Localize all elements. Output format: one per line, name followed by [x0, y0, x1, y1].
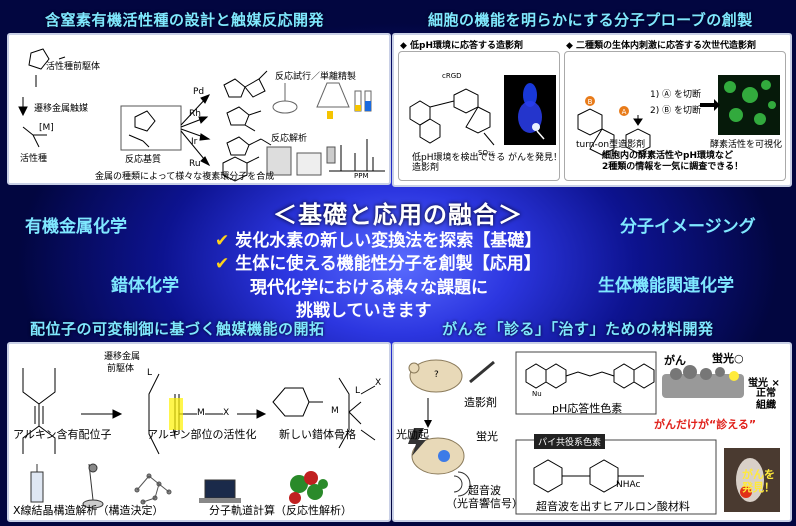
label-fluor-no: 蛍光 × [748, 378, 780, 389]
label-ppm: PPM [354, 172, 369, 180]
label-precursor-line1: 遷移金属 [104, 352, 141, 362]
note-two-types-info: 細胞内の酵素活性やpH環境など 2種類の情報を一気に調査できる！ [602, 151, 744, 172]
reaction-scheme-graphic [18, 48, 385, 182]
label-cut-a: 1) Ⓐ を切断 [650, 90, 701, 100]
section-title-ligand-control: 配位子の可変制御に基づく触媒機能の開拓 [30, 320, 325, 338]
side-label-molecular-imaging: 分子イメージング [620, 217, 756, 237]
check-icon: ✔ [215, 254, 230, 274]
panel-molecular-probe: ◆ 低pH環境に応答する造影剤 ◆ 二種類の生体内刺激に応答する次世代造影剤 [392, 33, 792, 187]
label-reaction-analysis: 反応解析 [271, 134, 308, 144]
label-alkyne-activation: アルキン部位の活性化 [147, 428, 257, 441]
label-only-cancer-visible: がんだけが“診える” [654, 418, 757, 431]
label-metal-pd: Pd [193, 87, 205, 97]
label-cut-b: 2) Ⓑ を切断 [650, 106, 701, 116]
label-metal: [M] [39, 123, 54, 133]
label-enzyme-visual: 酵素活性を可視化 [710, 140, 783, 150]
label-active-species: 活性種 [20, 154, 48, 164]
panel-nitrogen-catalysis: 活性種前駆体 遷移金属触媒 [M] 活性種 反応基質 Pd Rh Ir Ru 反… [7, 33, 391, 185]
atom-m-new: M [331, 406, 339, 416]
label-transition-metal-catalyst: 遷移金属触媒 [34, 104, 89, 114]
label-fluor-yes: 蛍光○ [712, 352, 744, 365]
label-xray: X線結晶構造解析（構造決定） [13, 504, 164, 517]
atom-l-new: L [355, 386, 361, 396]
atom-x-new: X [375, 378, 382, 388]
side-label-bio-functional: 生体機能関連化学 [598, 276, 734, 296]
label-metal-ir: Ir [191, 137, 198, 147]
label-find-cancer: がんを 発見！ [742, 468, 775, 494]
bullet-applied-text: 生体に使える機能性分子を創製【応用】 [235, 254, 541, 274]
label-contrast-agent: 造影剤 [464, 396, 497, 409]
label-ultrasound: 超音波 （光音響信号） [446, 484, 523, 510]
label-metal-ru: Ru [189, 159, 201, 169]
center-line4: 挑戦していきます [296, 301, 432, 321]
atom-m: M [197, 408, 205, 418]
bullet-basic-text: 炭化水素の新しい変換法を探索【基礎】 [235, 231, 542, 251]
box-low-ph [398, 51, 560, 181]
label-crgd: cRGD [442, 72, 462, 80]
label-nhac: NHAc [616, 480, 641, 490]
label-ph-dye: pH応答性色素 [552, 402, 623, 415]
label-orbital-calc: 分子軌道計算（反応性解析） [209, 504, 352, 517]
label-new-skeleton: 新しい錯体骨格 [279, 428, 356, 441]
panel-ligand-control: 遷移金属 前駆体 M X M X L L アルキン含有配位子 アルキン部位の活性… [7, 342, 391, 522]
section-title-nitrogen-catalysis: 含窒素有機活性種の設計と触媒反応開発 [45, 11, 325, 29]
section-title-cancer-materials: がんを「診る」「治す」ための材料開発 [442, 320, 714, 338]
atom-l: L [147, 368, 153, 378]
side-label-organometallic: 有機金属化学 [25, 217, 127, 237]
mouse-question: ? [434, 370, 439, 380]
svg-text:A: A [622, 108, 627, 116]
label-cancer: がん [664, 354, 686, 367]
label-metal-rh: Rh [189, 109, 201, 119]
center-line3: 現代化学における様々な課題に [250, 278, 488, 298]
section-title-molecular-probe: 細胞の機能を明らかにする分子プローブの創製 [428, 11, 753, 29]
label-precursor-line2: 前駆体 [107, 364, 135, 374]
bullet-applied: ✔生体に使える機能性分子を創製【応用】 [215, 249, 541, 274]
complex-structures-graphic [22, 368, 376, 509]
panel-cancer-materials: ? 造影剤 光励起 蛍光 超音波 （光音響信号） Nu pH応答性色素 がん 蛍… [392, 342, 792, 522]
label-cancer-found: がんを発見！ [508, 153, 563, 163]
label-reaction-test: 反応試行／単離精製 [275, 72, 357, 82]
label-substrate: 反応基質 [125, 155, 162, 165]
probe-structures-graphic: B A [409, 75, 780, 156]
main-title: ＜基礎と応用の融合＞ [273, 201, 523, 229]
box-dual-stimuli [564, 51, 786, 181]
label-alkyne-ligand: アルキン含有配位子 [13, 428, 112, 441]
theranostics-graphic [408, 351, 780, 515]
label-turn-on: turn-on型造影剤 [576, 140, 646, 150]
atom-x: X [223, 408, 230, 418]
label-conjugated-dye: パイ共役系色素 [534, 434, 606, 449]
label-fluorescence: 蛍光 [476, 430, 498, 443]
label-active-precursor: 活性種前駆体 [46, 62, 101, 72]
header-dual-stimuli: ◆ 二種類の生体内刺激に応答する次世代造影剤 [566, 41, 757, 51]
caption-heterocycles: 金属の種類によって様々な複素環分子を合成 [95, 172, 275, 182]
caption-low-ph-agent: 低pH環境を検出できる 造影剤 [412, 153, 506, 173]
label-so3: SO₃⁻ [478, 149, 495, 157]
label-hyaluronic-material: 超音波を出すヒアルロン酸材料 [536, 500, 690, 513]
svg-text:B: B [588, 98, 593, 106]
bullet-basic: ✔炭化水素の新しい変換法を探索【基礎】 [215, 226, 541, 251]
side-label-coordination: 錯体化学 [111, 276, 179, 296]
check-icon: ✔ [215, 231, 230, 251]
label-photo-excitation: 光励起 [396, 428, 429, 441]
header-low-ph: ◆ 低pH環境に応答する造影剤 [400, 41, 524, 51]
label-normal-tissue: 正常 組織 [756, 388, 776, 411]
label-nu: Nu [532, 390, 542, 398]
